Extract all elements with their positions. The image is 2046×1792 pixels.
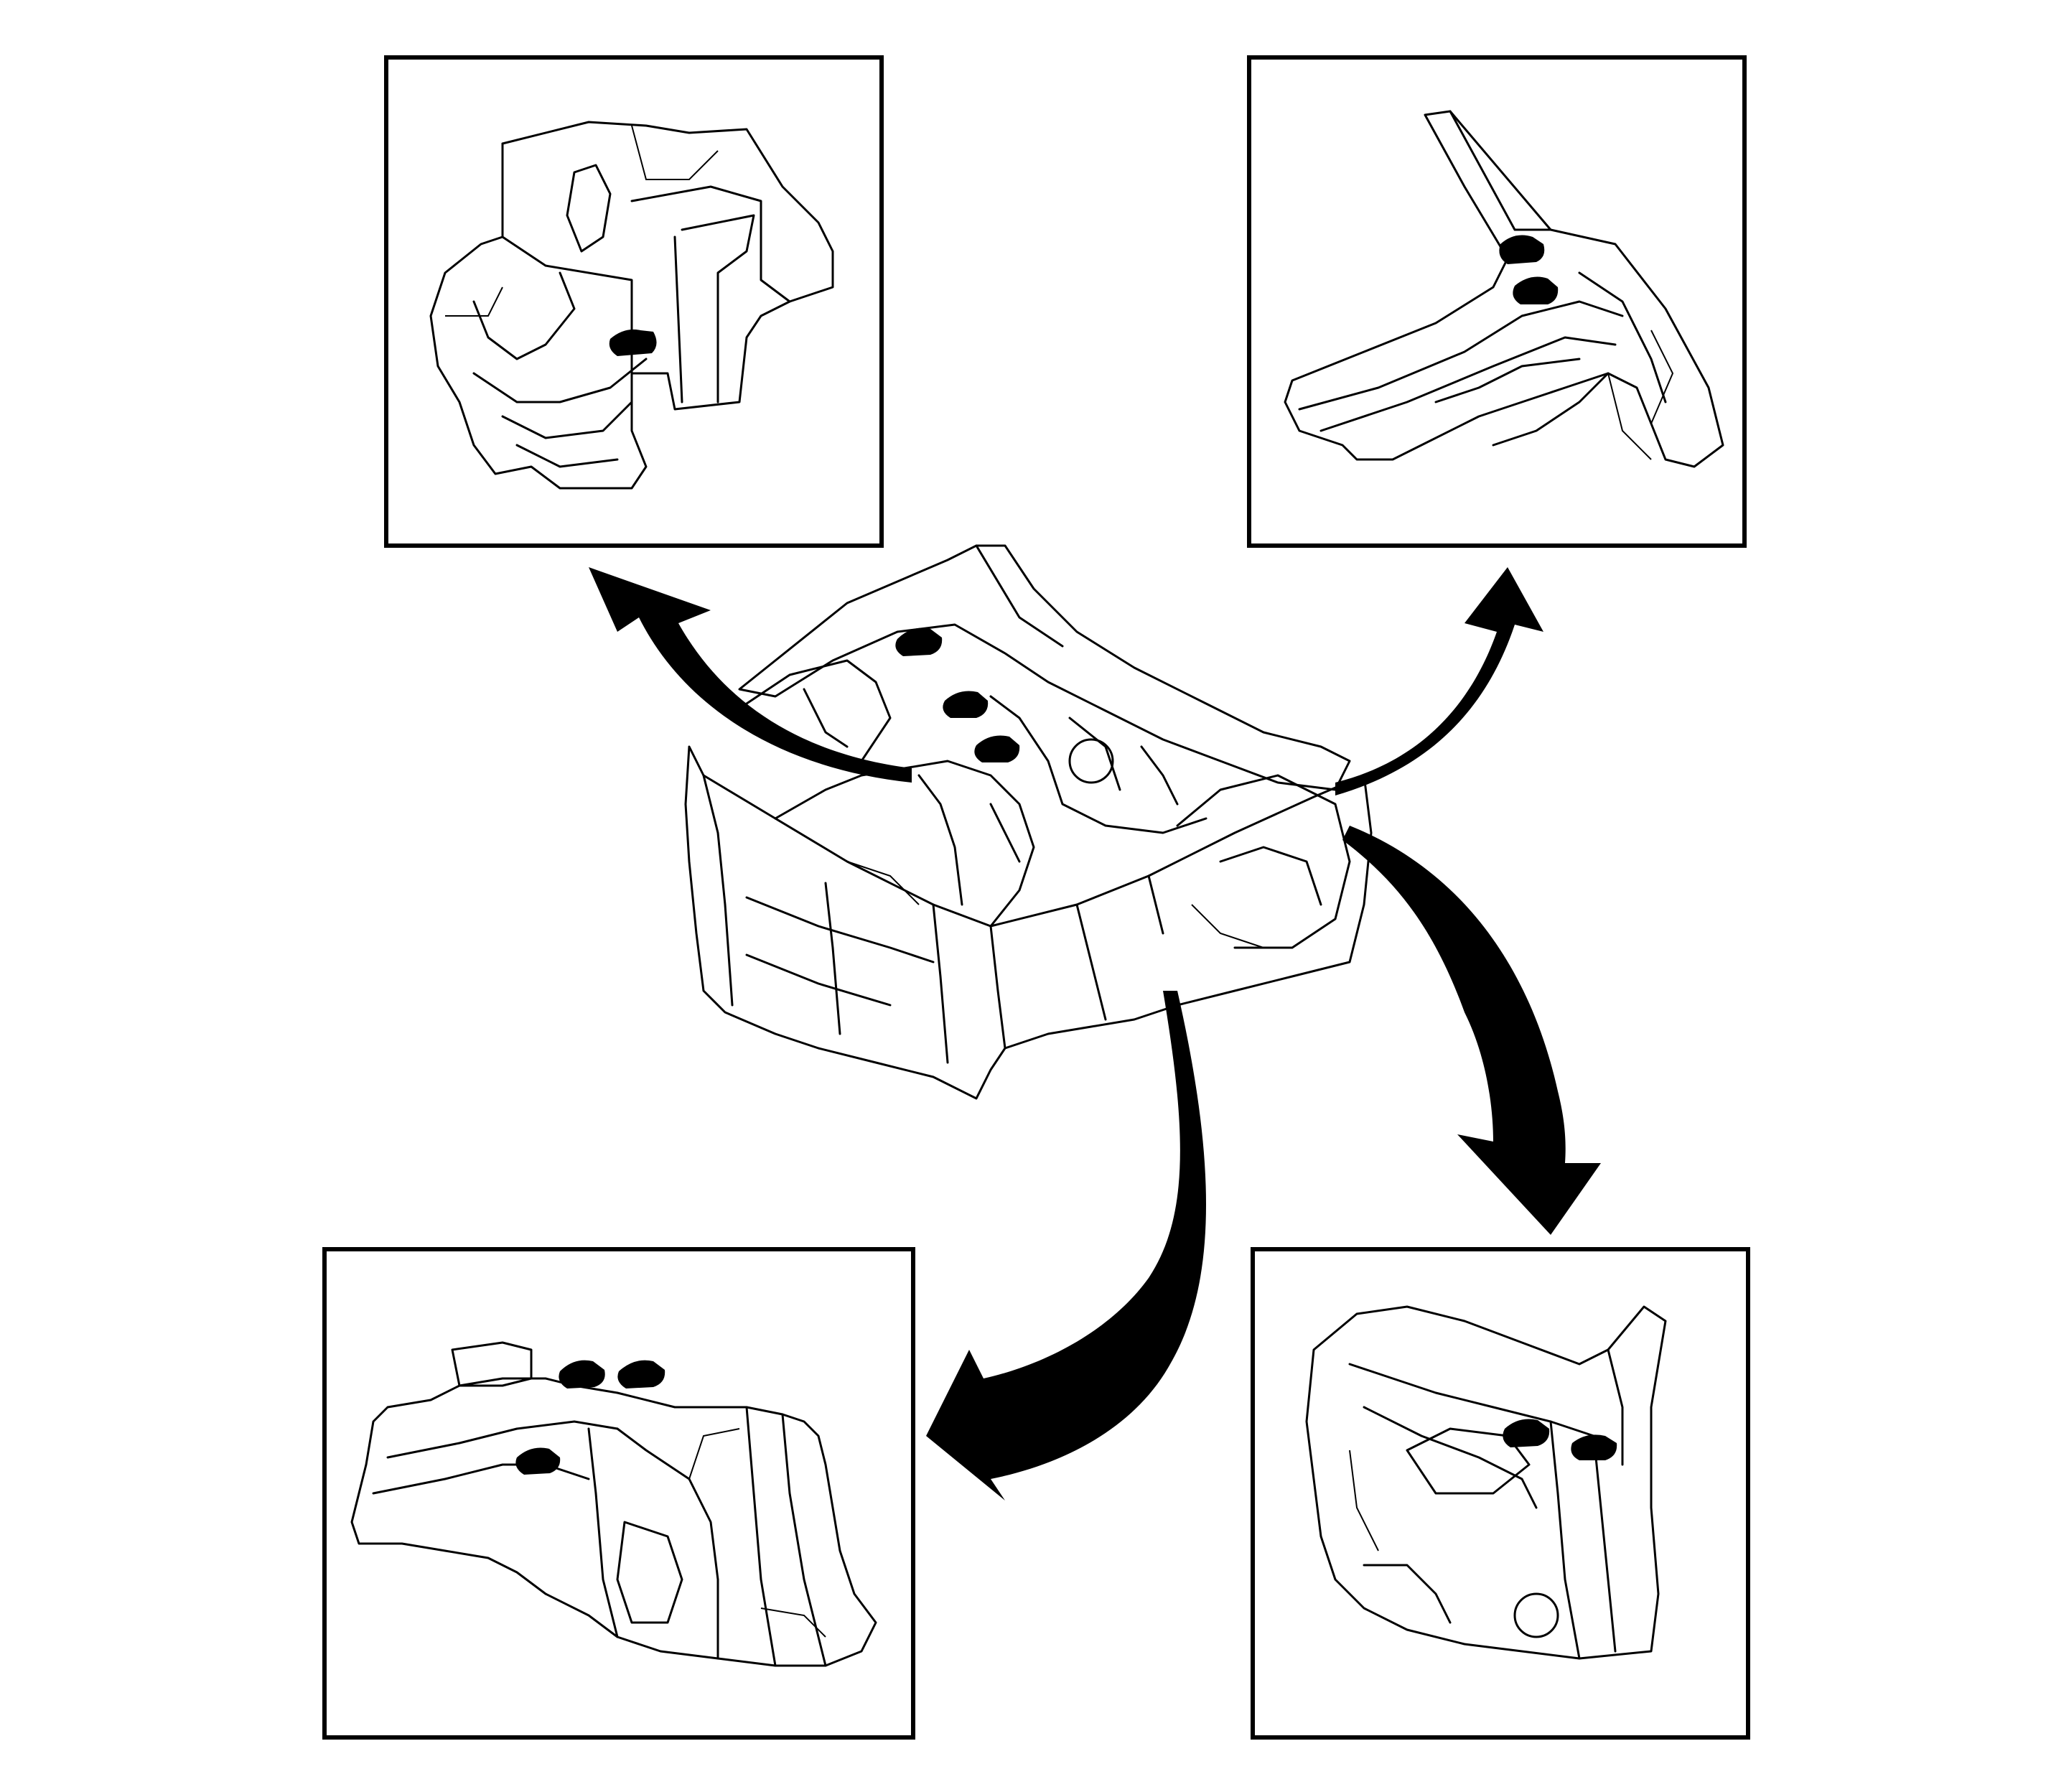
detail-view-upper-right: [1247, 55, 1747, 548]
detail-frame-upper-right: [1247, 55, 1747, 548]
wheelhouse-panel-icon: [350, 1341, 877, 1667]
detail-frame-lower-left: [322, 1247, 915, 1740]
front-body-structure-icon: [684, 544, 1373, 1100]
callout-arrow-upper-right: [1335, 567, 1543, 795]
detail-frame-upper-left: [384, 55, 884, 548]
detail-frame-lower-right: [1251, 1247, 1750, 1740]
detail-view-lower-left: [322, 1247, 915, 1740]
detail-view-lower-right: [1251, 1247, 1750, 1740]
front-hinge-pillar-icon: [1305, 1305, 1667, 1660]
callout-arrow-lower-left: [926, 991, 1206, 1501]
front-body-structure: [684, 544, 1373, 1100]
callout-arrows: [589, 567, 1601, 1501]
wheelhouse-panel-icon: [429, 121, 834, 490]
callout-arrow-upper-left: [589, 567, 912, 783]
detail-view-upper-left: [384, 55, 884, 548]
cowl-rail-icon: [1284, 110, 1724, 468]
callout-arrow-lower-right: [1342, 826, 1601, 1235]
